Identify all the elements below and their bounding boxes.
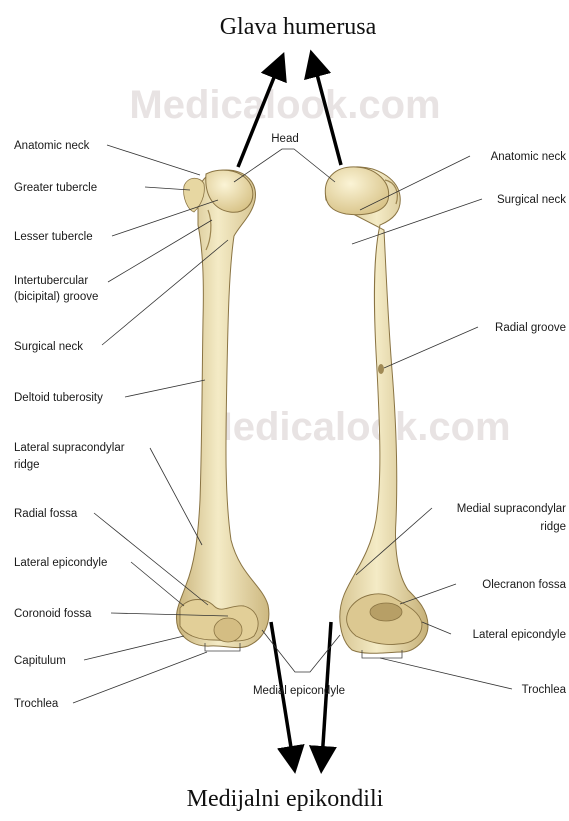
label-greater-tubercle: Greater tubercle	[14, 182, 97, 194]
label-lateral-epicondyle-left: Lateral epicondyle	[14, 557, 107, 569]
label-trochlea-right: Trochlea	[522, 684, 567, 696]
label-surgical-neck-right: Surgical neck	[497, 194, 566, 206]
label-anatomic-neck-right: Anatomic neck	[491, 151, 567, 163]
label-surgical-neck-left: Surgical neck	[14, 341, 83, 353]
label-medial-supracondylar-2: ridge	[540, 521, 566, 533]
watermark-top: Medicalook.com	[129, 83, 440, 127]
title-bottom: Medijalni epikondili	[187, 786, 384, 812]
label-capitulum: Capitulum	[14, 655, 66, 667]
label-olecranon-fossa: Olecranon fossa	[482, 579, 566, 591]
label-coronoid-fossa: Coronoid fossa	[14, 608, 92, 620]
watermark-middle: Medicalook.com	[199, 405, 510, 449]
label-intertubercular-1: Intertubercular	[14, 275, 88, 287]
label-head: Head	[271, 133, 299, 145]
label-radial-groove: Radial groove	[495, 322, 566, 334]
label-lateral-supracondylar-2: ridge	[14, 459, 40, 471]
label-anatomic-neck-left: Anatomic neck	[14, 140, 90, 152]
label-radial-fossa: Radial fossa	[14, 508, 78, 520]
label-medial-epicondyle: Medial epicondyle	[253, 685, 345, 697]
label-medial-supracondylar-1: Medial supracondylar	[457, 503, 566, 515]
title-top: Glava humerusa	[220, 14, 377, 40]
label-lesser-tubercle: Lesser tubercle	[14, 231, 93, 243]
labels-left: Anatomic neck Greater tubercle Lesser tu…	[14, 140, 125, 710]
label-intertubercular-2: (bicipital) groove	[14, 291, 98, 303]
label-lateral-supracondylar-1: Lateral supracondylar	[14, 442, 125, 454]
label-lateral-epicondyle-right: Lateral epicondyle	[473, 629, 566, 641]
label-deltoid-tuberosity: Deltoid tuberosity	[14, 392, 103, 404]
label-trochlea-left: Trochlea	[14, 698, 59, 710]
